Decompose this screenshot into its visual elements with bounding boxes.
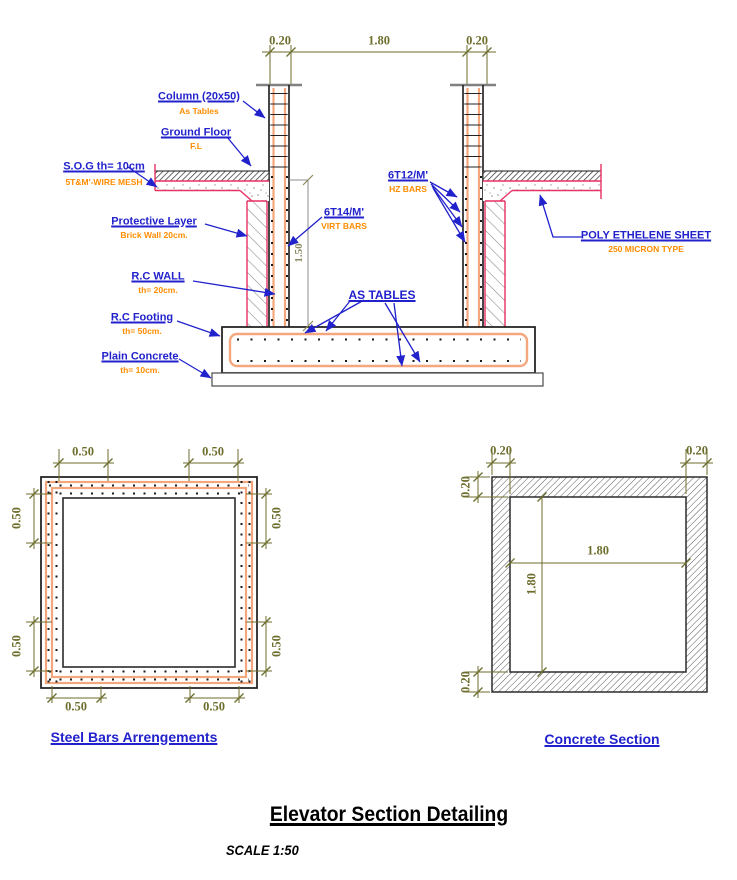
column-stirrups <box>270 92 482 168</box>
left-slab <box>154 164 270 202</box>
concrete-plan-dimensions <box>466 449 713 698</box>
dim-top-span: 1.80 <box>368 33 390 48</box>
label-sog-sub: 5T&M'-WIRE MESH <box>65 177 143 187</box>
label-plain-concrete: Plain Concrete <box>101 350 179 363</box>
steel-plan-title: Steel Bars Arrengements <box>50 729 218 745</box>
steel-bars-plan <box>26 449 272 703</box>
footing <box>221 326 536 374</box>
drawing-scale: SCALE 1:50 <box>226 843 299 858</box>
label-rc-wall-sub: th= 20cm. <box>138 285 178 295</box>
dim-top-left: 0.20 <box>269 33 291 48</box>
conc-dim-left-bottom: 0.20 <box>458 671 473 693</box>
steel-dim-left-top: 0.50 <box>9 507 24 529</box>
conc-dim-inner-width: 1.80 <box>587 543 609 558</box>
conc-dim-top-right: 0.20 <box>686 443 708 458</box>
steel-dim-left-bottom: 0.50 <box>9 635 24 657</box>
label-poly-sheet: POLY ETHELENE SHEET <box>580 229 712 242</box>
dim-wall-height: 1.50 <box>293 243 305 263</box>
steel-dim-top-left: 0.50 <box>72 444 94 459</box>
steel-plan-dimensions <box>26 449 272 703</box>
label-column: Column (20x50) <box>158 90 240 103</box>
columns <box>239 83 518 364</box>
right-slab <box>482 164 602 202</box>
label-as-tables: AS TABLES <box>348 288 416 302</box>
steel-dim-bottom-left: 0.50 <box>65 699 87 714</box>
label-hz-bars-sub: HZ BARS <box>389 184 427 194</box>
label-poly-sheet-sub: 250 MICRON TYPE <box>608 244 684 254</box>
steel-dim-right-top: 0.50 <box>269 507 284 529</box>
steel-dim-top-right: 0.50 <box>202 444 224 459</box>
label-column-sub: As Tables <box>179 106 219 116</box>
label-virt-bars: 6T14/M' <box>324 206 364 219</box>
label-rc-footing-sub: th= 50cm. <box>122 326 162 336</box>
label-plain-concrete-sub: th= 10cm. <box>120 365 160 375</box>
conc-dim-inner-height: 1.80 <box>524 573 539 595</box>
conc-dim-left-top: 0.20 <box>458 476 473 498</box>
label-ground-floor: Ground Floor <box>160 126 232 139</box>
label-protective-layer-sub: Brick Wall 20cm. <box>120 230 188 240</box>
label-sog: S.O.G th= 10cm <box>63 160 145 173</box>
concrete-section-plan <box>466 449 713 698</box>
dim-top-right: 0.20 <box>466 33 488 48</box>
label-hz-bars: 6T12/M' <box>388 169 428 182</box>
label-rc-footing: R.C Footing <box>110 311 174 324</box>
conc-dim-top-left: 0.20 <box>490 443 512 458</box>
label-virt-bars-sub: VIRT BARS <box>321 221 367 231</box>
section-top-dimension <box>262 45 496 84</box>
steel-dim-right-bottom: 0.50 <box>269 635 284 657</box>
plain-concrete-layer <box>211 372 544 387</box>
drawing-title: Elevator Section Detailing <box>269 803 509 826</box>
label-ground-floor-sub: F.L <box>190 141 202 151</box>
protective-layers <box>246 200 506 327</box>
steel-dim-bottom-right: 0.50 <box>203 699 225 714</box>
label-protective-layer: Protective Layer <box>111 215 197 228</box>
concrete-plan-title: Concrete Section <box>544 731 660 747</box>
label-rc-wall: R.C WALL <box>131 270 185 283</box>
leader-arrows <box>127 100 583 379</box>
